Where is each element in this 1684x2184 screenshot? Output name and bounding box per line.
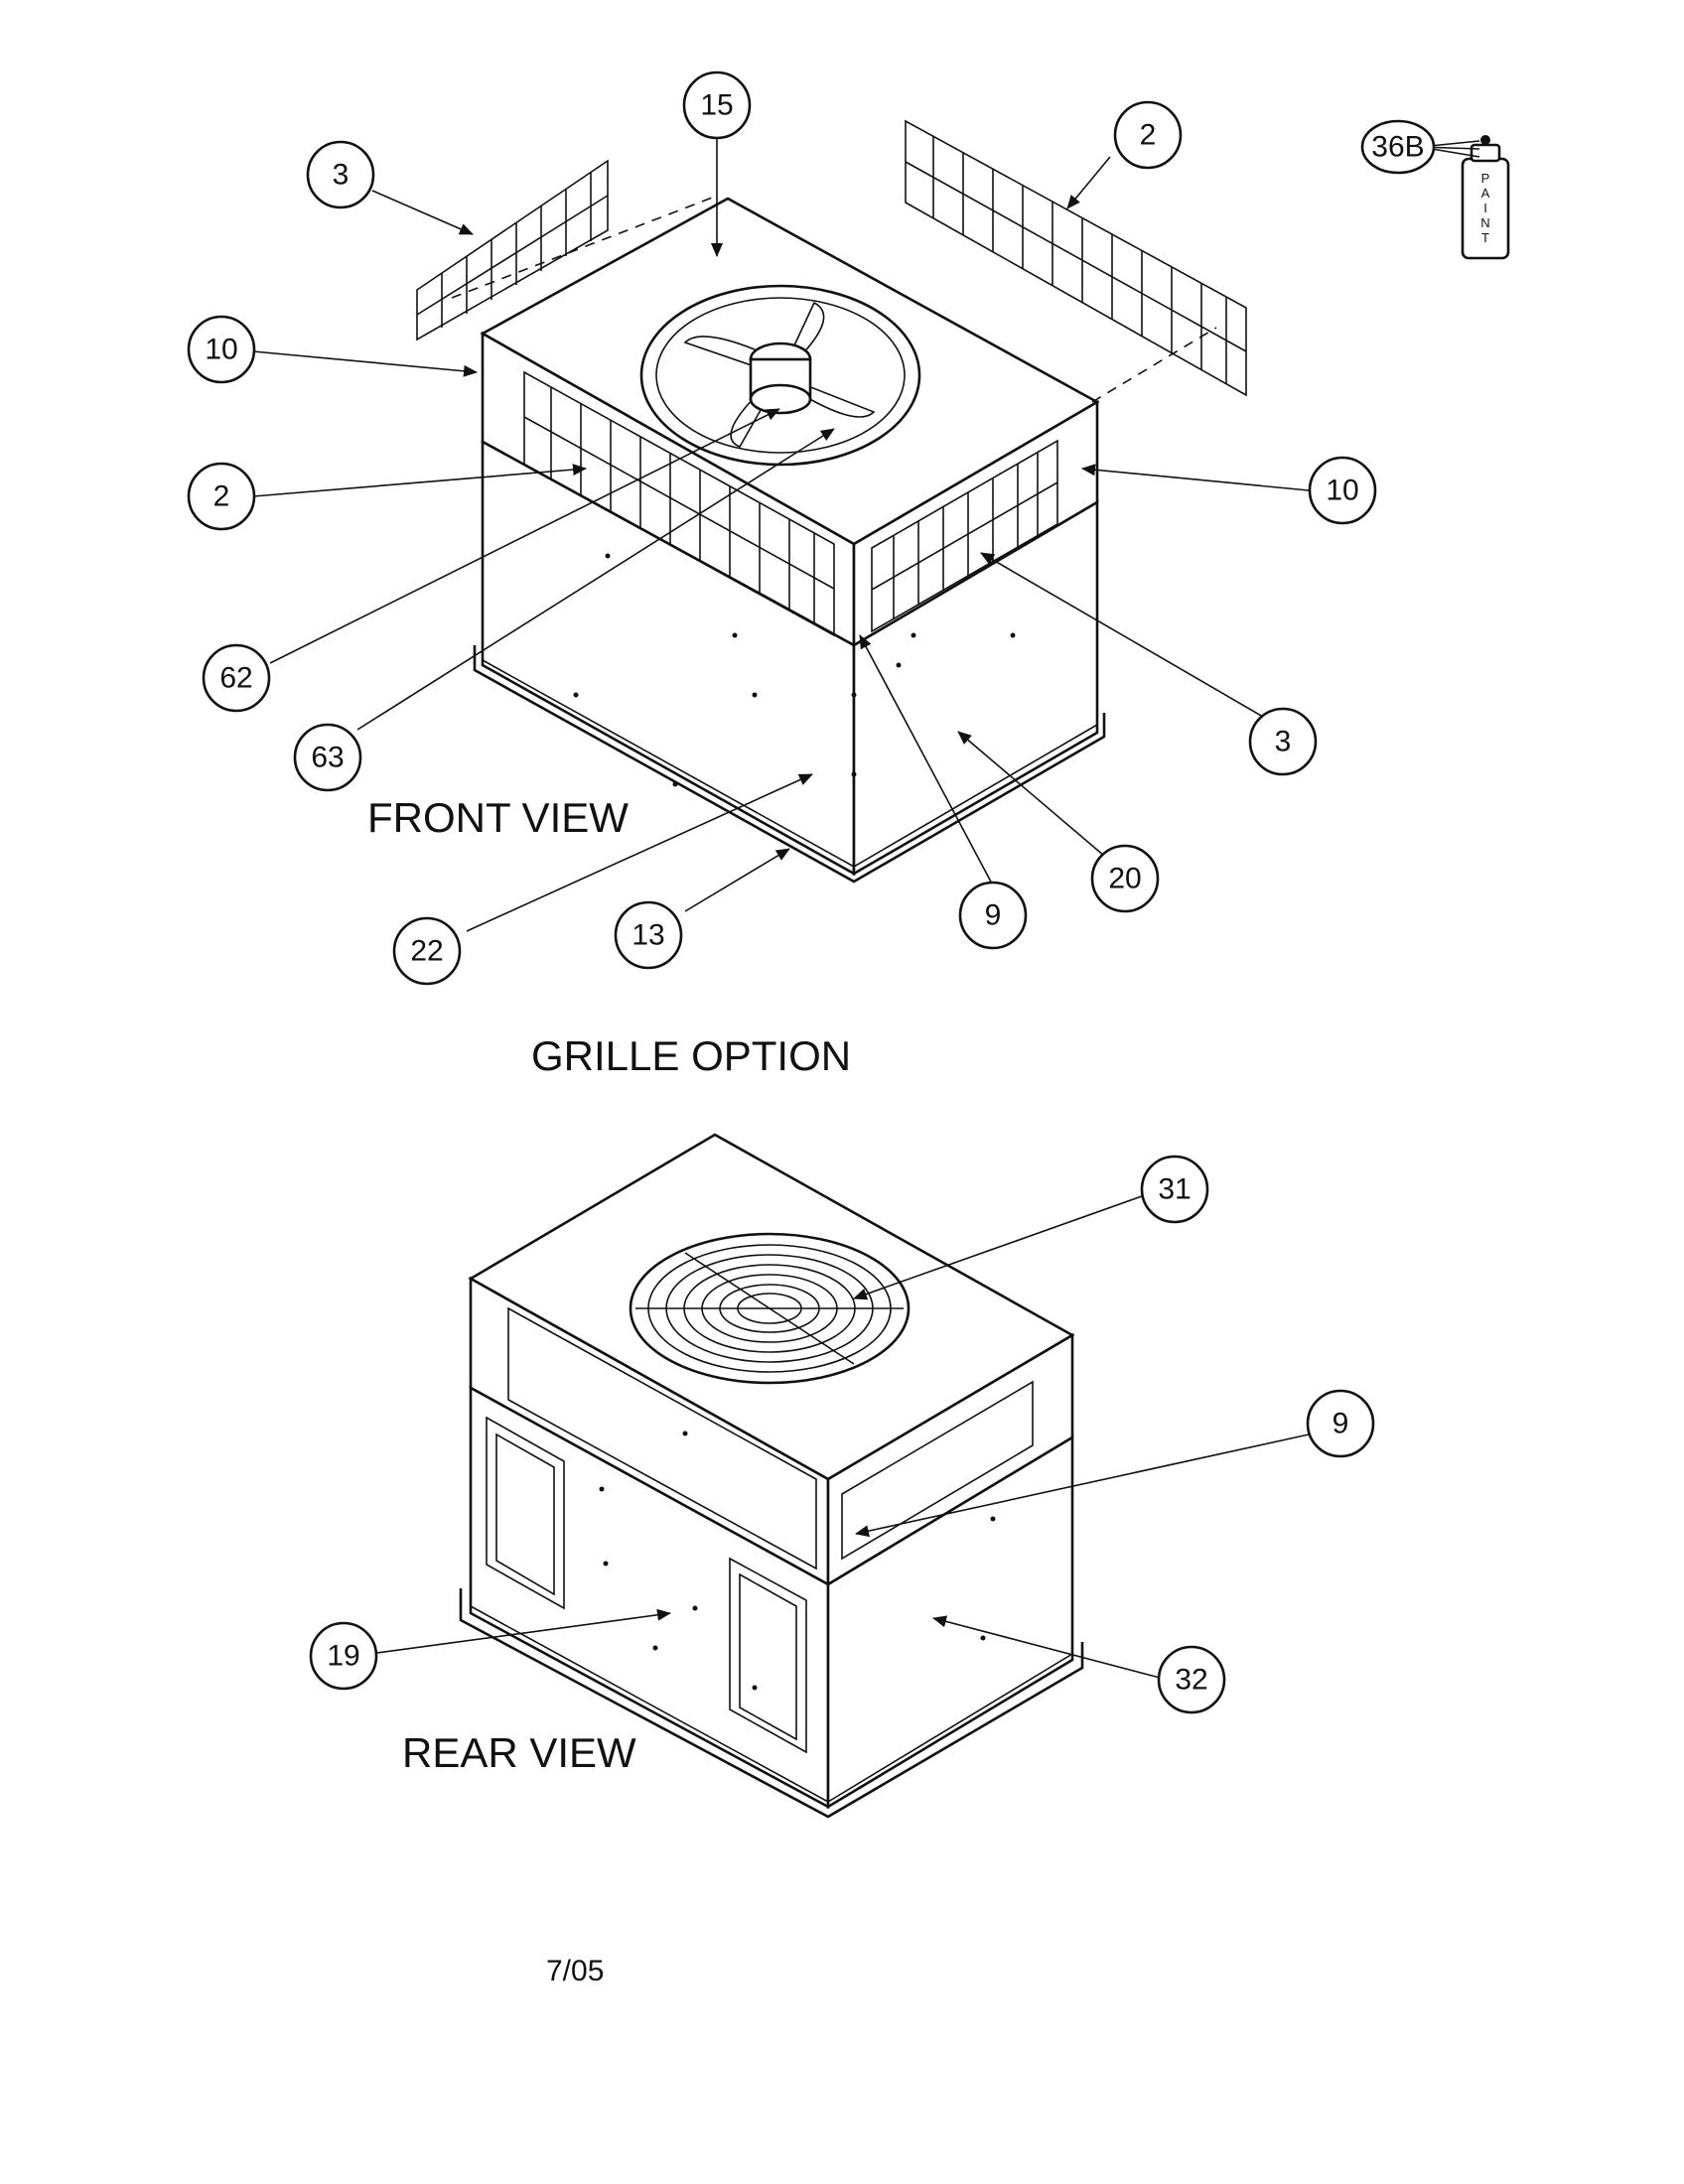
side-lower-panel (852, 499, 1099, 877)
callout-63: 63 (293, 723, 362, 792)
front-view-caption: FRONT VIEW (367, 794, 629, 841)
callout-2-grille-right: 2 (1113, 100, 1183, 170)
svg-text:20: 20 (1108, 863, 1141, 895)
svg-text:3: 3 (333, 159, 350, 192)
panel-fasteners (573, 553, 1016, 787)
paint-letter: A (1481, 186, 1490, 201)
rear-base-rail (459, 1588, 1084, 1819)
date-code: 7/05 (546, 1955, 604, 1987)
svg-text:13: 13 (632, 919, 664, 952)
svg-text:62: 62 (219, 662, 252, 695)
rear-access-opening-left (486, 1416, 565, 1610)
side-grille-bars (871, 439, 1058, 633)
alignment-dash-right (1091, 327, 1217, 403)
callout-22: 22 (392, 916, 462, 986)
svg-text:32: 32 (1175, 1664, 1207, 1697)
callout-10-left: 10 (187, 315, 256, 384)
svg-text:9: 9 (985, 899, 1002, 932)
svg-text:10: 10 (1326, 475, 1358, 507)
rear-panel-fasteners (599, 1431, 996, 1691)
front-grille-bars (523, 370, 835, 637)
alignment-dash-left (451, 196, 716, 299)
svg-text:63: 63 (311, 742, 344, 774)
svg-text:2: 2 (1140, 119, 1157, 152)
base-rail (473, 645, 1106, 884)
svg-text:15: 15 (700, 89, 733, 122)
paint-letter: P (1481, 171, 1490, 186)
rear-access-opening-right (729, 1557, 807, 1754)
callout-36b: 36B (1360, 119, 1436, 175)
svg-text:2: 2 (213, 480, 230, 513)
rear-view-caption: REAR VIEW (402, 1729, 636, 1776)
loose-grille-right (905, 119, 1247, 397)
callout-13: 13 (614, 900, 683, 970)
callout-20: 20 (1090, 844, 1160, 913)
paint-label: P A I N T (1480, 171, 1489, 245)
svg-text:22: 22 (410, 935, 443, 968)
svg-text:9: 9 (1333, 1408, 1349, 1440)
fan-orifice-ring (639, 284, 921, 467)
callout-9-front: 9 (958, 881, 1028, 950)
callout-19: 19 (309, 1621, 378, 1691)
svg-text:31: 31 (1158, 1173, 1191, 1206)
rear-view-unit (459, 1133, 1084, 1819)
callout-2-front: 2 (187, 462, 256, 531)
svg-text:36B: 36B (1371, 131, 1424, 164)
fan-guard (629, 1232, 911, 1385)
callout-15: 15 (682, 70, 752, 140)
front-leader-lines (252, 133, 1310, 932)
svg-text:3: 3 (1275, 726, 1292, 758)
svg-text:10: 10 (205, 334, 237, 366)
paint-letter: I (1483, 201, 1487, 215)
callout-3-grille-left: 3 (306, 140, 375, 209)
callout-62: 62 (202, 643, 271, 713)
svg-text:19: 19 (327, 1640, 359, 1673)
front-view-unit (473, 197, 1106, 884)
callout-32: 32 (1157, 1645, 1226, 1714)
callout-9-rear: 9 (1306, 1389, 1375, 1458)
callout-3-side: 3 (1248, 707, 1318, 776)
callout-31: 31 (1140, 1155, 1209, 1224)
loose-grille-left (416, 159, 609, 341)
rear-leader-lines (376, 1195, 1310, 1679)
paint-letter: T (1481, 230, 1489, 245)
paint-letter: N (1480, 215, 1489, 230)
grille-option-caption: GRILLE OPTION (531, 1032, 851, 1079)
callout-10-right: 10 (1308, 456, 1377, 525)
